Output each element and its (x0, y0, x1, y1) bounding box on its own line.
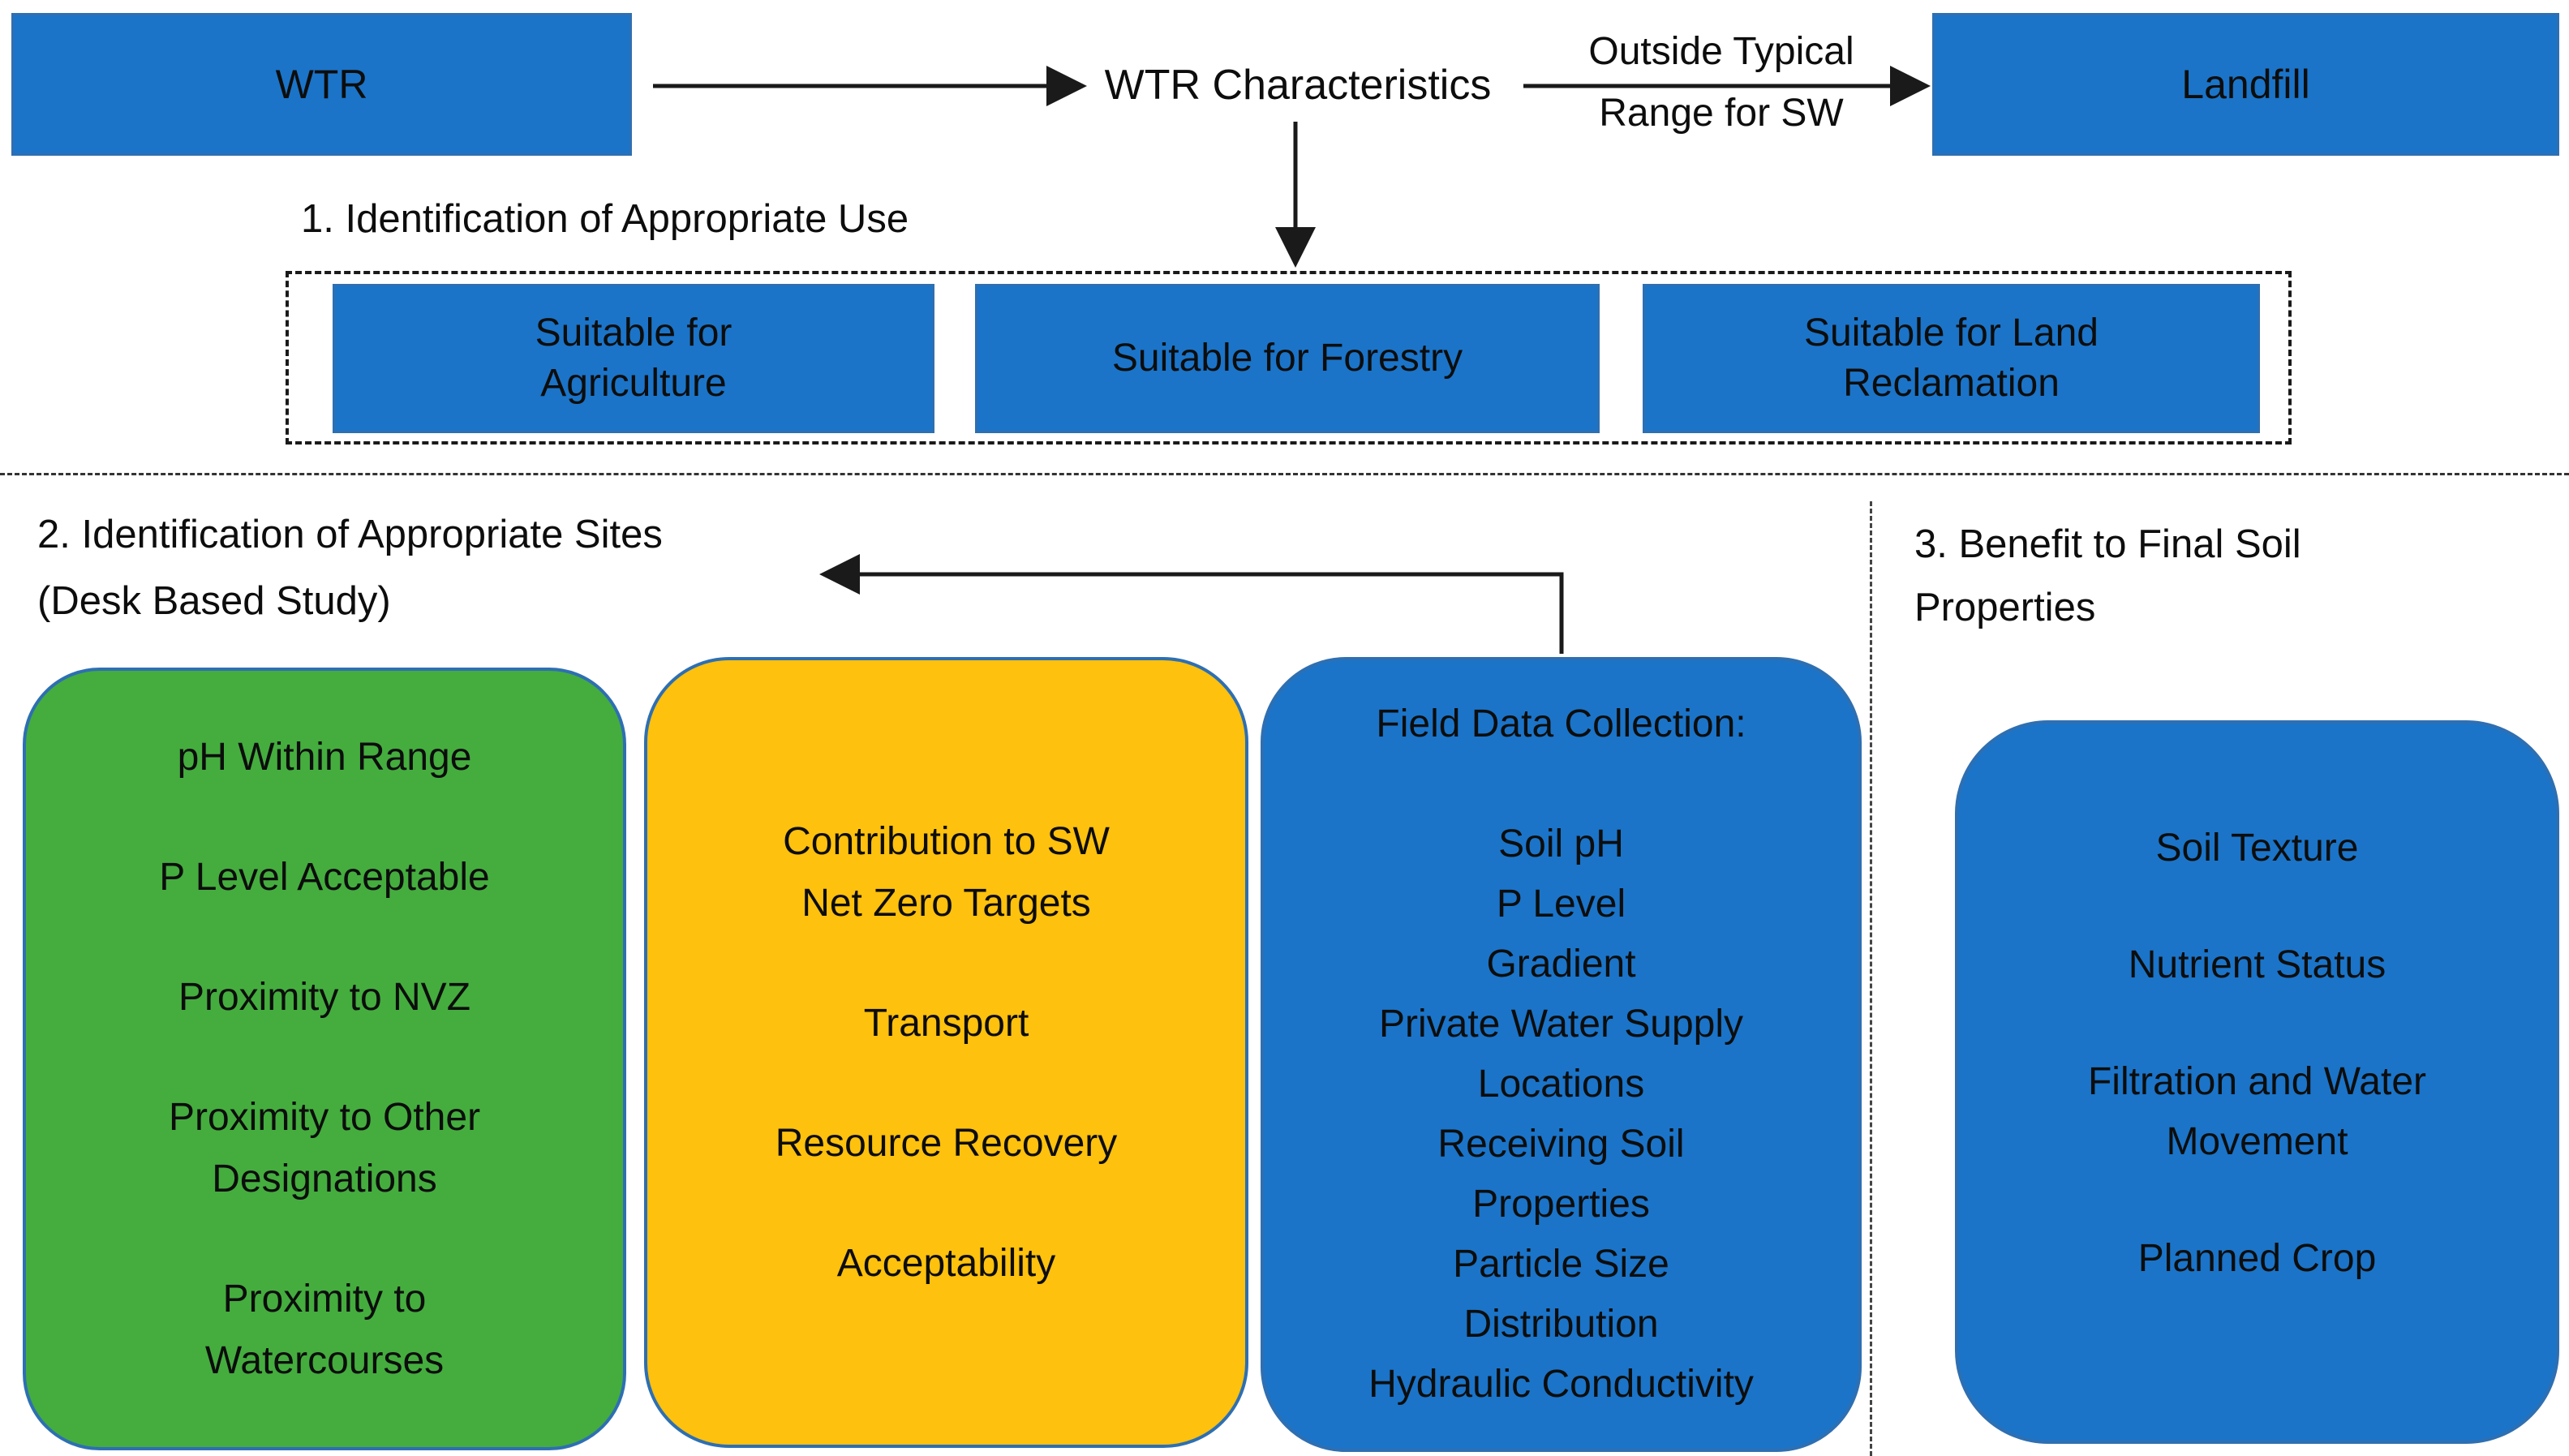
section3-heading-line1: 3. Benefit to Final Soil (1914, 522, 2301, 566)
soil-property-line: Movement (2166, 1120, 2348, 1163)
wtr-box-label: WTR (275, 62, 368, 107)
criteria-item: pH Within Range (178, 727, 472, 788)
field-data-line: Distribution (1463, 1303, 1659, 1346)
soil-property-line: Filtration and Water (2087, 1060, 2427, 1103)
use-box-line: Suitable for Forestry (1111, 337, 1463, 380)
use-box-line: Suitable for Land (1804, 311, 2099, 354)
wtr-box: WTR (11, 13, 632, 156)
criteria-line: Designations (212, 1157, 437, 1200)
soil-property-line: Planned Crop (2137, 1237, 2377, 1280)
use-box-land-reclamation: Suitable for Land Reclamation (1643, 284, 2260, 433)
strategic-considerations-box: Contribution to SW Net Zero Targets Tran… (644, 657, 1248, 1448)
wtr-characteristics-label: WTR Characteristics (1104, 62, 1492, 109)
field-data-line: Soil pH (1498, 822, 1624, 865)
soil-property-item: Soil Texture (2156, 818, 2359, 878)
strategic-item: Contribution to SW Net Zero Targets (783, 811, 1110, 934)
strategic-item: Transport (864, 993, 1029, 1054)
section2-heading-line1: 2. Identification of Appropriate Sites (37, 513, 663, 556)
criteria-line: P Level Acceptable (159, 855, 490, 899)
section3-heading-line2: Properties (1914, 586, 2096, 629)
soil-property-line: Soil Texture (2155, 827, 2359, 870)
strategic-line: Transport (863, 1001, 1029, 1045)
strategic-line: Contribution to SW (783, 819, 1110, 863)
appropriate-use-container (286, 271, 2292, 445)
field-data-line: Properties (1472, 1183, 1650, 1226)
criteria-item: Proximity to NVZ (178, 967, 470, 1029)
use-box-agriculture: Suitable for Agriculture (333, 284, 934, 433)
soil-property-item: Nutrient Status (2129, 935, 2386, 995)
field-data-line: Private Water Supply (1378, 1003, 1744, 1046)
soil-property-item: Filtration and Water Movement (2088, 1052, 2426, 1172)
criteria-line: Proximity to NVZ (178, 975, 471, 1019)
strategic-item: Resource Recovery (775, 1113, 1118, 1175)
vertical-section-divider (1870, 501, 1872, 1456)
outside-range-label-line1: Outside Typical (1588, 30, 1854, 73)
field-data-line: Receiving Soil (1437, 1123, 1685, 1166)
landfill-box-label: Landfill (2181, 62, 2310, 107)
criteria-line: Watercourses (204, 1338, 445, 1382)
strategic-line: Acceptability (836, 1241, 1056, 1285)
field-data-line: P Level (1496, 883, 1626, 926)
field-data-title: Field Data Collection: (1376, 702, 1746, 745)
criteria-line: Proximity to (222, 1277, 427, 1321)
use-box-line: Suitable for (535, 311, 732, 354)
criteria-item: Proximity to Other Designations (169, 1087, 480, 1210)
horizontal-section-divider (0, 473, 2569, 475)
soil-property-line: Nutrient Status (2128, 943, 2386, 986)
section2-heading: 2. Identification of Appropriate Sites (… (37, 501, 663, 634)
landfill-box: Landfill (1932, 13, 2559, 156)
field-data-line: Hydraulic Conductivity (1368, 1363, 1754, 1406)
section2-heading-line2: (Desk Based Study) (37, 579, 391, 623)
arrow-field-data-to-sites (819, 554, 1564, 654)
use-box-line: Reclamation (1843, 362, 2060, 405)
section1-heading: 1. Identification of Appropriate Use (301, 197, 909, 241)
field-data-collection-box: Field Data Collection: Soil pH P Level G… (1261, 657, 1862, 1452)
strategic-line: Resource Recovery (775, 1121, 1118, 1165)
section3-heading: 3. Benefit to Final Soil Properties (1914, 513, 2301, 639)
strategic-item: Acceptability (837, 1233, 1055, 1295)
use-box-forestry: Suitable for Forestry (975, 284, 1600, 433)
soil-property-item: Planned Crop (2138, 1229, 2377, 1289)
criteria-item: Proximity to Watercourses (205, 1269, 444, 1392)
criteria-line: pH Within Range (177, 735, 472, 779)
field-data-line: Locations (1477, 1063, 1645, 1106)
site-criteria-box: pH Within Range P Level Acceptable Proxi… (23, 668, 626, 1450)
criteria-line: Proximity to Other (168, 1095, 481, 1139)
soil-properties-box: Soil Texture Nutrient Status Filtration … (1955, 720, 2559, 1444)
criteria-item: P Level Acceptable (159, 847, 489, 908)
use-box-line: Agriculture (540, 362, 727, 405)
strategic-line: Net Zero Targets (801, 881, 1091, 925)
field-data-line: Particle Size (1453, 1243, 1669, 1286)
outside-range-label-line2: Range for SW (1599, 92, 1844, 135)
field-data-line: Gradient (1486, 943, 1636, 986)
